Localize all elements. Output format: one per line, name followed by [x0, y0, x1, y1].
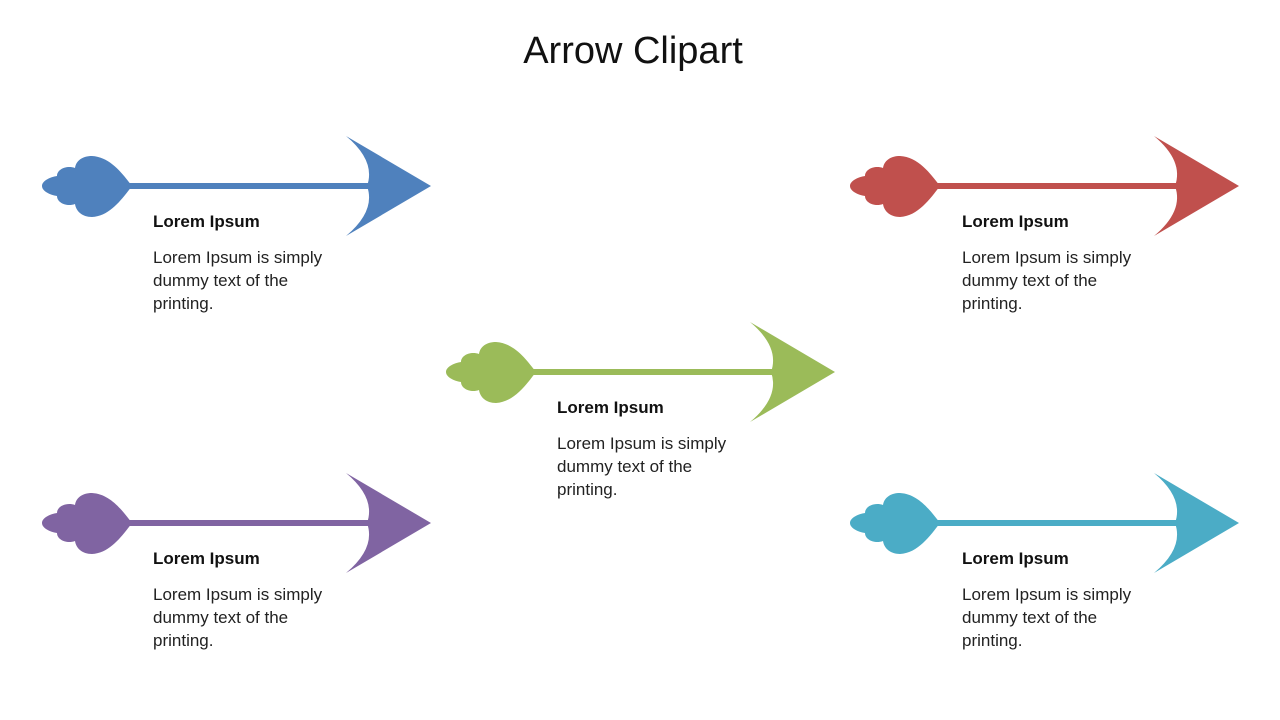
arrow-shaft	[936, 520, 1181, 526]
item-heading-bottom-left: Lorem Ipsum	[153, 549, 260, 568]
item-text-top-right: Lorem Ipsum is simply dummy text of the …	[962, 248, 1132, 313]
arrow-purple	[40, 468, 440, 578]
item-text-bottom-left: Lorem Ipsum is simply dummy text of the …	[153, 585, 323, 650]
item-heading-bottom-right: Lorem Ipsum	[962, 549, 1069, 568]
arrow-head	[1154, 473, 1239, 573]
item-text-top-left: Lorem Ipsum is simply dummy text of the …	[153, 248, 323, 313]
arrow-green	[444, 317, 844, 427]
arrow-head	[750, 322, 835, 422]
item-heading-top-left: Lorem Ipsum	[153, 212, 260, 231]
arrow-head	[346, 136, 431, 236]
arrow-blue	[40, 131, 440, 241]
arrow-shape	[850, 473, 1239, 573]
arrow-tail	[446, 342, 536, 403]
item-heading-top-right: Lorem Ipsum	[962, 212, 1069, 231]
item-text-center: Lorem Ipsum is simply dummy text of the …	[557, 434, 727, 499]
arrow-head	[1154, 136, 1239, 236]
arrow-shape	[42, 473, 431, 573]
slide-title: Arrow Clipart	[523, 30, 743, 72]
arrow-shaft	[936, 183, 1181, 189]
arrow-shaft	[128, 520, 373, 526]
arrow-tail	[42, 493, 132, 554]
arrow-teal	[848, 468, 1248, 578]
arrow-tail	[850, 156, 940, 217]
arrow-tail	[42, 156, 132, 217]
item-text-bottom-right: Lorem Ipsum is simply dummy text of the …	[962, 585, 1132, 650]
arrow-shaft	[128, 183, 373, 189]
arrow-head	[346, 473, 431, 573]
arrow-shaft	[532, 369, 777, 375]
arrow-shape	[42, 136, 431, 236]
item-heading-center: Lorem Ipsum	[557, 398, 664, 417]
arrow-tail	[850, 493, 940, 554]
arrow-red	[848, 131, 1248, 241]
arrow-shape	[850, 136, 1239, 236]
arrow-shape	[446, 322, 835, 422]
